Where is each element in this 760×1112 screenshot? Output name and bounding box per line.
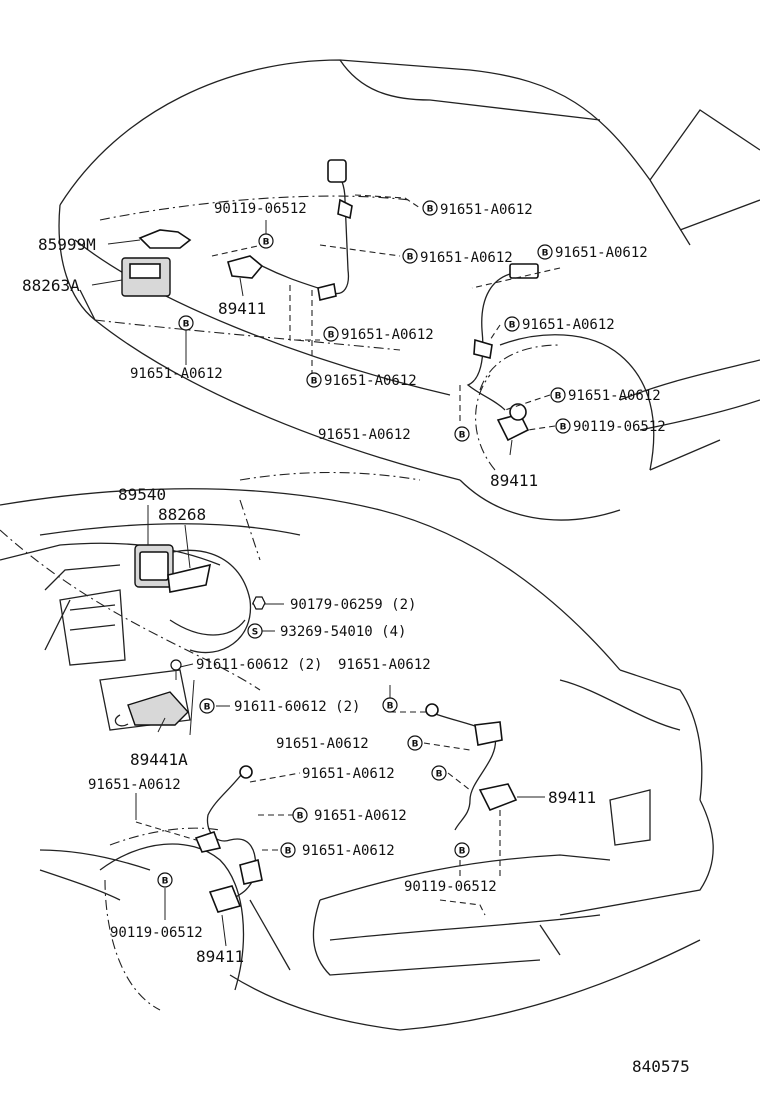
- part-label-89411: 89411: [196, 947, 244, 966]
- part-label-89411: 89411: [218, 299, 266, 318]
- part-label-89411: 89411: [548, 788, 596, 807]
- badge-b-icon: B: [550, 387, 566, 403]
- part-label-85999M: 85999M: [38, 235, 96, 254]
- fastener-label: 90119-06512: [573, 419, 666, 435]
- bolt-icon: [170, 659, 182, 680]
- fastener-label: 90119-06512: [404, 879, 497, 895]
- badge-b-icon: B: [306, 372, 322, 388]
- svg-text:B: B: [412, 740, 419, 750]
- fastener-label: 91651-A0612: [318, 427, 411, 443]
- fastener-label: 91651-A0612: [420, 250, 513, 266]
- svg-text:B: B: [509, 321, 516, 331]
- rear-car-outline: [0, 488, 714, 1031]
- badge-b-icon: B: [431, 765, 447, 781]
- badge-b-icon: B: [537, 244, 553, 260]
- part-label-89540: 89540: [118, 485, 166, 504]
- badge-b-icon: B: [454, 426, 470, 442]
- part-label-89441A: 89441A: [130, 750, 188, 769]
- fastener-label: 91651-A0612: [88, 777, 181, 793]
- fastener-label: 91651-A0612: [276, 736, 369, 752]
- svg-text:B: B: [311, 377, 318, 387]
- part-label-88263A: 88263A: [22, 276, 80, 295]
- svg-text:B: B: [183, 320, 190, 330]
- badge-b-icon: B: [178, 315, 194, 331]
- svg-text:B: B: [328, 331, 335, 341]
- svg-text:B: B: [407, 253, 414, 263]
- part-label-89411: 89411: [490, 471, 538, 490]
- svg-text:B: B: [162, 877, 169, 887]
- leader-lines: [91, 194, 561, 947]
- fastener-label: 93269-54010 (4): [280, 624, 406, 640]
- fastener-label: 91651-A0612: [522, 317, 615, 333]
- badges: B B B B B B B B B B B S B B B B B B B B: [157, 200, 571, 888]
- fastener-label: 91651-A0612: [302, 843, 395, 859]
- sensor-front-left: [227, 255, 264, 279]
- fastener-label: 91651-A0612: [568, 388, 661, 404]
- badge-b-icon: B: [454, 842, 470, 858]
- fastener-label: 91611-60612 (2): [196, 657, 322, 673]
- badge-b-icon: B: [323, 326, 339, 342]
- sensor-89441A: [127, 691, 189, 726]
- svg-text:B: B: [427, 205, 434, 215]
- badge-b-icon: B: [258, 233, 274, 249]
- badge-b-icon: B: [199, 698, 215, 714]
- badge-b-icon: B: [422, 200, 438, 216]
- sensor-rear-right: [478, 783, 518, 812]
- svg-text:B: B: [387, 702, 394, 712]
- badge-b-icon: B: [292, 807, 308, 823]
- svg-text:B: B: [285, 847, 292, 857]
- bracket-85999M: [138, 229, 192, 249]
- svg-text:B: B: [263, 238, 270, 248]
- fastener-label: 91651-A0612: [302, 766, 395, 782]
- fastener-label: 91651-A0612: [440, 202, 533, 218]
- fastener-label: 91651-A0612: [338, 657, 431, 673]
- svg-text:B: B: [542, 249, 549, 259]
- badge-b-icon: B: [157, 872, 173, 888]
- badge-b-icon: B: [280, 842, 296, 858]
- fastener-label: 91651-A0612: [314, 808, 407, 824]
- parts-drawings: [114, 159, 539, 913]
- front-car-outline: [58, 59, 760, 521]
- svg-text:S: S: [252, 628, 258, 638]
- badge-s-icon: S: [247, 623, 263, 639]
- document-number: 840575: [632, 1057, 690, 1076]
- badge-b-icon: B: [504, 316, 520, 332]
- fastener-label: 91651-A0612: [324, 373, 417, 389]
- fastener-label: 90179-06259 (2): [290, 597, 416, 613]
- svg-text:B: B: [560, 423, 567, 433]
- badge-b-icon: B: [402, 248, 418, 264]
- bracket-88268: [167, 563, 212, 593]
- sensor-rear-left: [208, 885, 242, 913]
- svg-text:B: B: [297, 812, 304, 822]
- nut-icon: [252, 596, 266, 610]
- part-label-88268: 88268: [158, 505, 206, 524]
- svg-text:B: B: [459, 847, 466, 857]
- fastener-label: 91651-A0612: [130, 366, 223, 382]
- badge-b-icon: B: [407, 735, 423, 751]
- svg-text:B: B: [459, 431, 466, 441]
- part-labels: 85999M 88263A 89411 89411 89540 88268 89…: [22, 235, 596, 966]
- fastener-label: 91611-60612 (2): [234, 699, 360, 715]
- fastener-label: 91651-A0612: [341, 327, 434, 343]
- svg-text:B: B: [436, 770, 443, 780]
- fastener-label: 90119-06512: [110, 925, 203, 941]
- fastener-label: 90119-06512: [214, 201, 307, 217]
- svg-text:B: B: [204, 703, 211, 713]
- svg-text:B: B: [555, 392, 562, 402]
- fastener-labels: 90119-06512 91651-A0612 91651-A0612 9165…: [88, 201, 666, 941]
- fastener-label: 91651-A0612: [555, 245, 648, 261]
- badge-b-icon: B: [382, 697, 398, 713]
- badge-b-icon: B: [555, 418, 571, 434]
